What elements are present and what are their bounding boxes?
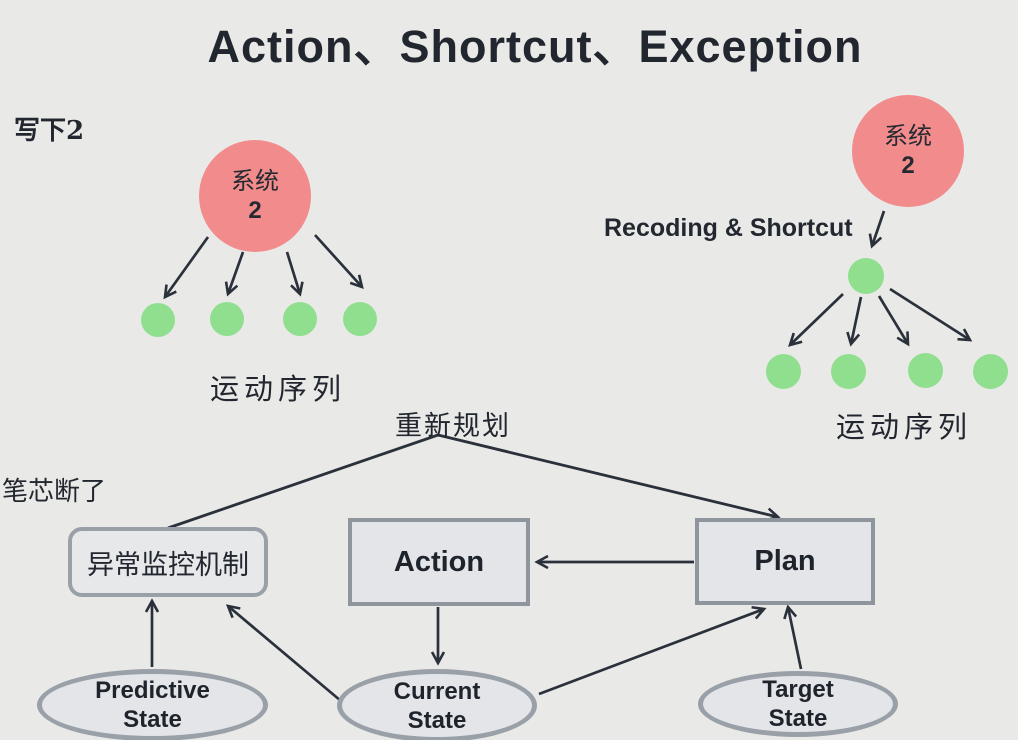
motor-node [343, 302, 377, 336]
target-state-line1: Target [762, 676, 834, 703]
action-box: Action [348, 518, 530, 606]
motor-node [973, 354, 1008, 389]
chunk-node [848, 258, 884, 294]
current-state-ellipse: Current State [337, 669, 537, 740]
arrow-current-state-to-monitor [225, 604, 342, 703]
left-tree-caption: 运动序列 [210, 372, 347, 406]
right-tree-caption: 运动序列 [836, 410, 973, 444]
arrow-left-system2-to-motor-2 [224, 251, 245, 297]
arrow-left-system2-to-motor-3 [285, 251, 304, 297]
arrow-chunk-to-motor-4 [889, 287, 973, 342]
motor-node [210, 302, 244, 336]
predictive-state-ellipse: Predictive State [37, 669, 268, 740]
monitor-box-label: 异常监控机制 [87, 549, 249, 581]
arrow-replan-to-plan [437, 433, 781, 522]
plan-box: Plan [695, 518, 875, 605]
target-state-ellipse: Target State [698, 671, 898, 737]
motor-node [283, 302, 317, 336]
page-title: Action、Shortcut、Exception [207, 21, 863, 72]
exception-annotation: 笔芯断了 [2, 477, 107, 507]
plan-box-label: Plan [754, 545, 816, 577]
right-system2-node: 系统 2 [852, 95, 964, 207]
arrow-current-state-to-plan [538, 605, 767, 696]
arrow-chunk-to-motor-2 [846, 296, 863, 347]
target-state-line2: State [768, 705, 828, 732]
arrow-chunk-to-motor-1 [788, 293, 844, 347]
left-system2-node: 系统 2 [199, 140, 311, 252]
line-replan-to-monitor [167, 433, 439, 530]
left-annotation-write-down-2: 写下2 [14, 116, 85, 146]
replan-label: 重新规划 [395, 411, 511, 442]
motor-node [908, 353, 943, 388]
right-system2-label: 系统 [884, 122, 932, 150]
arrow-target-state-to-plan [783, 604, 803, 670]
predictive-state-line1: Predictive [95, 677, 210, 704]
arrow-left-system2-to-motor-1 [163, 236, 210, 300]
monitor-box: 异常监控机制 [68, 527, 268, 597]
action-box-label: Action [393, 545, 485, 578]
current-state-line2: State [407, 706, 467, 734]
motor-node [766, 354, 801, 389]
predictive-state-line2: State [123, 706, 182, 733]
arrow-chunk-to-motor-3 [877, 295, 910, 347]
recoding-shortcut-annotation: Recoding & Shortcut [604, 214, 853, 242]
right-system2-number: 2 [901, 152, 915, 179]
left-system2-label: 系统 [231, 167, 279, 195]
arrow-right-system2-to-chunk [868, 210, 886, 249]
current-state-line1: Current [393, 677, 481, 705]
left-system2-number: 2 [248, 197, 262, 224]
motor-node [831, 354, 866, 389]
arrow-left-system2-to-motor-4 [313, 234, 364, 290]
motor-node [141, 303, 175, 337]
